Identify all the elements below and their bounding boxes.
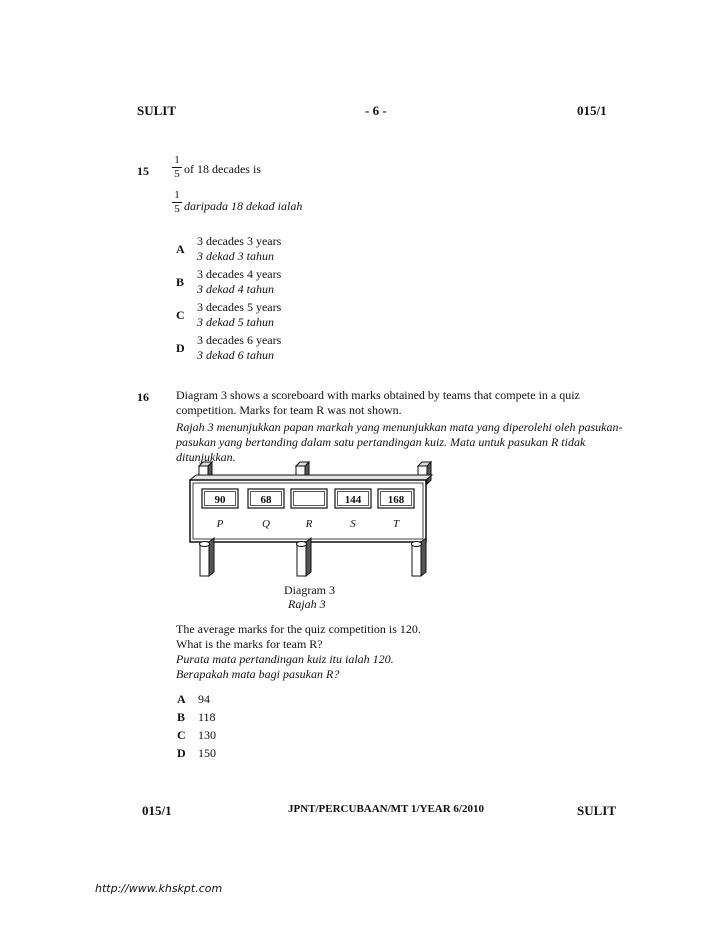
lower-posts	[199, 536, 427, 578]
q16-option-b-letter: B	[177, 710, 186, 724]
q15-option-c-letter: C	[176, 308, 185, 322]
score-box-q	[247, 488, 285, 509]
page-number: - 6 -	[365, 103, 387, 118]
score-value-q: 68	[261, 494, 273, 506]
q16-intro-en-line1: Diagram 3 shows a scoreboard with marks …	[176, 388, 580, 402]
score-box-inner-t	[380, 491, 412, 506]
q15-option-c-ms: 3 dekad 5 tahun	[197, 315, 274, 329]
q15-option-b-letter: B	[176, 275, 185, 289]
header-right: 015/1	[577, 103, 607, 118]
q15-fraction-ms: 1 5	[172, 190, 182, 215]
q16-option-c-value: 130	[198, 728, 216, 742]
footer-right: SULIT	[577, 803, 617, 818]
q16-question-en-line1: The average marks for the quiz competiti…	[176, 622, 421, 636]
fraction-denominator: 5	[174, 168, 180, 180]
score-box-inner-p	[204, 491, 236, 506]
q16-question-ms-line1: Purata mata pertandingan kuiz itu ialah …	[176, 652, 394, 666]
q15-option-d-ms: 3 dekad 6 tahun	[197, 348, 274, 362]
q16-intro-en-line2: competition. Marks for team R was not sh…	[176, 403, 402, 417]
q16-intro-ms-line2: pasukan yang bertanding dalam satu perta…	[176, 435, 586, 449]
score-box-inner-r	[293, 491, 325, 506]
q15-option-a-letter: A	[176, 242, 185, 256]
q15-option-a-en: 3 decades 3 years	[197, 234, 282, 248]
q15-number: 15	[137, 164, 149, 178]
q15-option-b-ms: 3 dekad 4 tahun	[197, 282, 274, 296]
team-label-r: R	[305, 518, 313, 530]
team-label-t: T	[393, 518, 400, 530]
source-url-link[interactable]: http://www.khskpt.com	[95, 882, 223, 895]
q16-option-d-value: 150	[198, 746, 216, 760]
q16-option-c-letter: C	[177, 728, 186, 742]
q15-option-a-ms: 3 dekad 3 tahun	[197, 249, 274, 263]
team-label-p: P	[216, 518, 224, 530]
score-box-p	[201, 488, 239, 509]
q16-option-d-letter: D	[177, 746, 186, 760]
score-value-t: 168	[388, 494, 405, 506]
q16-intro-ms-line1: Rajah 3 menunjukkan papan markah yang me…	[176, 420, 623, 434]
diagram-caption-ms: Rajah 3	[288, 597, 326, 611]
q16-question-en-line2: What is the marks for team R?	[176, 637, 323, 651]
score-value-p: 90	[215, 494, 227, 506]
score-box-r	[290, 488, 328, 509]
q16-number: 16	[137, 390, 149, 404]
q15-fraction: 1 5	[172, 155, 182, 180]
q16-option-b-value: 118	[198, 710, 216, 724]
q15-text-en: of 18 decades is	[184, 162, 261, 176]
team-label-s: S	[350, 518, 356, 530]
footer-left: 015/1	[142, 803, 172, 818]
q16-intro-ms-line3: ditunjukkan.	[176, 450, 236, 464]
q15-option-b-en: 3 decades 4 years	[197, 267, 282, 281]
diagram-caption-en: Diagram 3	[284, 583, 335, 597]
team-label-q: Q	[262, 518, 270, 530]
footer-center: JPNT/PERCUBAAN/MT 1/YEAR 6/2010	[288, 803, 484, 815]
q15-option-d-letter: D	[176, 341, 185, 355]
score-box-s	[334, 488, 372, 509]
score-value-s: 144	[345, 494, 362, 506]
score-box-t	[377, 488, 415, 509]
q15-option-d-en: 3 decades 6 years	[197, 333, 282, 347]
q16-option-a-value: 94	[198, 692, 210, 706]
q15-text-ms: daripada 18 dekad ialah	[184, 199, 303, 213]
header-left: SULIT	[137, 103, 177, 118]
score-box-inner-s	[337, 491, 369, 506]
fraction-denominator: 5	[174, 203, 180, 215]
q15-option-c-en: 3 decades 5 years	[197, 300, 282, 314]
fraction-numerator: 1	[174, 154, 180, 166]
fraction-numerator: 1	[174, 189, 180, 201]
q16-question-ms-line2: Berapakah mata bagi pasukan R?	[176, 667, 340, 681]
q16-option-a-letter: A	[177, 692, 186, 706]
score-box-inner-q	[250, 491, 282, 506]
